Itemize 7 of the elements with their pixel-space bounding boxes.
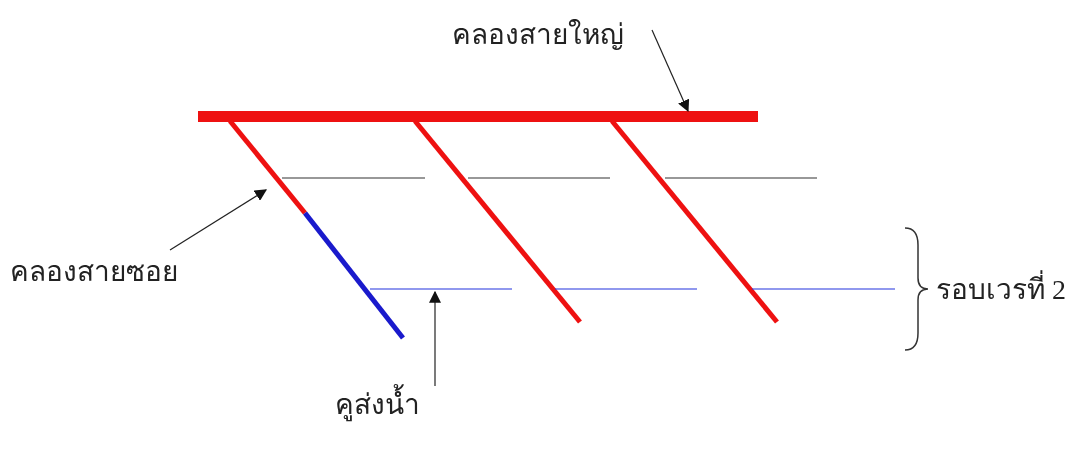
ditch-line — [370, 286, 512, 292]
canal-label: คลองสายซอย — [10, 255, 178, 289]
main-canal-bar — [198, 111, 758, 122]
leader-arrow — [169, 189, 267, 251]
leader-arrow — [429, 290, 441, 387]
leader-arrow — [651, 29, 690, 113]
canal-label: คลองสายใหญ่ — [452, 18, 624, 52]
